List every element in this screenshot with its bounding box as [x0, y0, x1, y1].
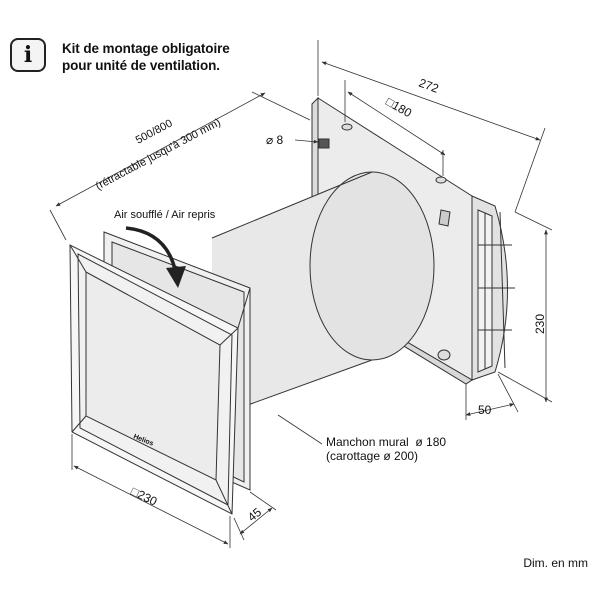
info-icon: i [10, 38, 46, 72]
height-value: 230 [533, 314, 547, 334]
depth-front-dimension [233, 491, 277, 541]
height-dimension [497, 211, 553, 403]
mounting-kit-note: Kit de montage obligatoire pour unité de… [62, 40, 230, 74]
square-front-dimension [71, 434, 231, 548]
square-front-value: □230 [129, 484, 160, 509]
airflow-arrow [125, 226, 186, 288]
note-line-1: Kit de montage obligatoire [62, 41, 230, 56]
sleeve-label-line1: Manchon mural ø 180 [326, 435, 446, 449]
wall-sleeve [211, 171, 435, 419]
hole-value: ⌀ 8 [266, 133, 284, 147]
depth-front-value: 45 [245, 505, 264, 525]
length-dimension [49, 91, 311, 241]
sleeve-label-line2: (carottage ø 200) [326, 449, 418, 463]
depth-back-value: 50 [478, 403, 492, 417]
outer-grille [471, 195, 515, 381]
hole-dimension [294, 139, 319, 144]
width-value: 272 [417, 76, 441, 96]
square-back-value: □180 [384, 94, 415, 120]
airflow-label: Air soufflé / Air repris [114, 209, 216, 221]
front-cover: Helios [69, 244, 251, 515]
note-line-2: pour unité de ventilation. [62, 58, 220, 73]
square-back-dimension [344, 80, 446, 176]
units-note: Dim. en mm [523, 556, 588, 570]
depth-back-dimension [465, 373, 519, 420]
info-icon-glyph: i [23, 42, 33, 68]
sleeve-leader [277, 414, 323, 445]
